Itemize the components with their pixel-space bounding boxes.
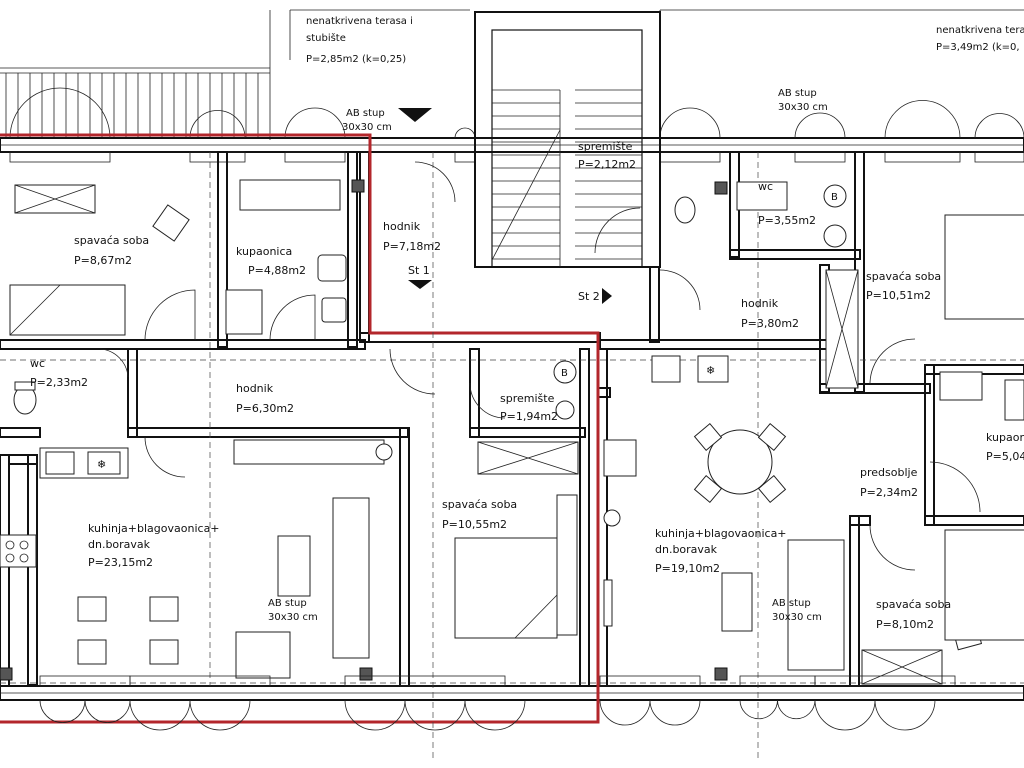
top-exterior-wall xyxy=(0,87,1024,163)
ab-stup-3: AB stup xyxy=(268,598,307,609)
stair-arrow-right-icon xyxy=(602,288,612,304)
kitchen-2-label: kuhinja+blagovaonica+ xyxy=(655,527,787,540)
bedroom-1-area: P=8,67m2 xyxy=(74,254,132,267)
bedroom-2-label: spavaća soba xyxy=(442,498,517,511)
kitchen-2-label-b: dn.boravak xyxy=(655,543,718,556)
wc-1-label: wc xyxy=(30,357,45,370)
storage-2-fixtures xyxy=(477,360,579,475)
foyer-area: P=2,34m2 xyxy=(860,486,918,499)
storage-1-label: spremište xyxy=(578,140,633,153)
kitchen-2-area: P=19,10m2 xyxy=(655,562,720,575)
boiler-2-label: B xyxy=(831,192,838,203)
stair-arrow-icon xyxy=(408,280,432,289)
wc-2-area: P=3,55m2 xyxy=(758,214,816,227)
bathroom-1-label: kupaonica xyxy=(236,245,292,258)
bedroom-2-area: P=10,55m2 xyxy=(442,518,507,531)
terrace-left-name: nenatkrivena terasa i xyxy=(306,16,413,27)
kitchen-1-area: P=23,15m2 xyxy=(88,556,153,569)
bedroom-4-area: P=8,10m2 xyxy=(876,618,934,631)
top-terrace-left xyxy=(0,9,470,140)
hall-1-area: P=7,18m2 xyxy=(383,240,441,253)
ab-stup-1: AB stup xyxy=(346,108,385,119)
kitchen-1-label: kuhinja+blagovaonica+ xyxy=(88,522,220,535)
terrace-right-name: nenatkrivena teras xyxy=(936,25,1024,36)
hall-1-label: hodnik xyxy=(383,220,421,233)
columns xyxy=(0,179,728,681)
bedroom-1-label: spavaća soba xyxy=(74,234,149,247)
staircase xyxy=(474,11,661,268)
bathroom-2-fixtures xyxy=(939,371,1024,421)
bathroom-2-area: P=5,04 xyxy=(986,450,1024,463)
foyer-label: predsoblje xyxy=(860,466,918,479)
hall-2-label: hodnik xyxy=(236,382,274,395)
ab-stup-4-size: 30x30 cm xyxy=(772,612,822,623)
bathroom-1-fixtures xyxy=(225,179,347,335)
apartment-boundary xyxy=(0,133,600,724)
freezer-symbol-2: ❄ xyxy=(706,364,715,377)
storage-2-area: P=1,94m2 xyxy=(500,410,558,423)
stair-1-label: St 1 xyxy=(408,264,430,277)
bathroom-2-label: kupaoni xyxy=(986,431,1024,444)
terrace-left-area: P=2,85m2 (k=0,25) xyxy=(306,54,406,65)
kitchen-1-label-b: dn.boravak xyxy=(88,538,151,551)
ab-stup-2-size: 30x30 cm xyxy=(778,102,828,113)
boiler-1-label: B xyxy=(561,368,568,379)
storage-1-area: P=2,12m2 xyxy=(578,158,636,171)
freezer-symbol: ❄ xyxy=(97,458,106,471)
ab-stup-2: AB stup xyxy=(778,88,817,99)
room-labels: nenatkrivena terasa i stubište P=2,85m2 … xyxy=(30,16,1024,631)
terrace-left-name2: stubište xyxy=(306,32,346,44)
arrow-down-icon xyxy=(398,108,432,122)
hall-3-label: hodnik xyxy=(741,297,779,310)
bedroom-1-furniture xyxy=(9,184,190,336)
hall-2-area: P=6,30m2 xyxy=(236,402,294,415)
door-swings xyxy=(99,161,981,571)
wc-2-label: wc xyxy=(758,180,773,193)
bedroom-3-furniture xyxy=(825,214,1024,389)
ab-stup-1-size: 30x30 cm xyxy=(342,122,392,133)
bedroom-4-furniture xyxy=(861,529,1024,685)
stair-2-label: St 2 xyxy=(578,290,600,303)
terrace-right-area: P=3,49m2 (k=0, xyxy=(936,42,1020,53)
left-apartment-walls xyxy=(0,151,1024,701)
ab-stup-3-size: 30x30 cm xyxy=(268,612,318,623)
wc-1-fixtures xyxy=(13,381,37,415)
wc-2-fixtures xyxy=(674,181,847,248)
kitchen-2-furniture: ❄ xyxy=(603,355,845,671)
bathroom-1-area: P=4,88m2 xyxy=(248,264,306,277)
bottom-windows xyxy=(39,675,956,731)
ab-stup-4: AB stup xyxy=(772,598,811,609)
bedroom-3-area: P=10,51m2 xyxy=(866,289,931,302)
wc-1-area: P=2,33m2 xyxy=(30,376,88,389)
bedroom-4-label: spavaća soba xyxy=(876,598,951,611)
bedroom-2-furniture xyxy=(454,494,578,639)
bedroom-3-label: spavaća soba xyxy=(866,270,941,283)
kitchen-1-furniture: ❄ xyxy=(0,439,393,679)
storage-2-label: spremište xyxy=(500,392,555,405)
hall-3-area: P=3,80m2 xyxy=(741,317,799,330)
